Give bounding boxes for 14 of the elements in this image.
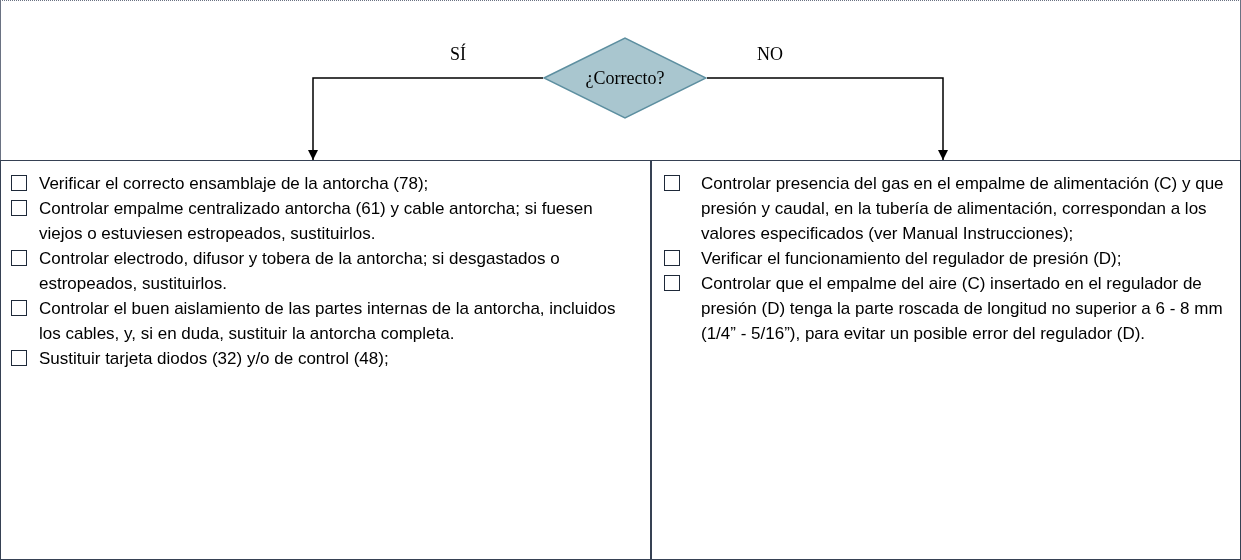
checklist-item: Verificar el correcto ensamblaje de la antorcha (78); bbox=[39, 173, 429, 195]
checklist-item: Controlar el buen aislamiento de las partes internas de la antorcha, incluidos los cables, y, si en duda, sustituir la antorcha completa. bbox=[39, 298, 617, 345]
checklist-panel bbox=[651, 160, 1241, 560]
decision-diamond bbox=[543, 37, 707, 119]
checklist-item: Controlar que el empalme del aire (C) insertado en el regulador de presión (D) tenga la parte roscada de longitud no superior a 6 - 8 mm (1/4” - 5/16”), para evitar un posible error del regulador (D). bbox=[701, 273, 1224, 345]
checklist-item: Controlar presencia del gas en el empalme de alimentación (C) y que presión y caudal, en la tubería de alimentación, correspondan a los valores especificados (ver Manual Instrucciones); bbox=[701, 173, 1225, 245]
checklist-item: Controlar electrodo, difusor y tobera de la antorcha; si desgastados o estropeados, sustituirlos. bbox=[39, 248, 561, 295]
arrow bbox=[307, 77, 544, 161]
arrow bbox=[706, 77, 949, 161]
checklist-item: Verificar el funcionamiento del regulador de presión (D); bbox=[701, 248, 1122, 270]
checklist-panel bbox=[0, 160, 651, 560]
checklist-item: Controlar empalme centralizado antorcha (61) y cable antorcha; si fuesen viejos o estuviesen estropeados, sustituirlos. bbox=[39, 198, 594, 245]
checklist-item: Sustituir tarjeta diodos (32) y/o de control (48); bbox=[39, 348, 389, 370]
decision-label: ¿Correcto? bbox=[585, 66, 665, 90]
